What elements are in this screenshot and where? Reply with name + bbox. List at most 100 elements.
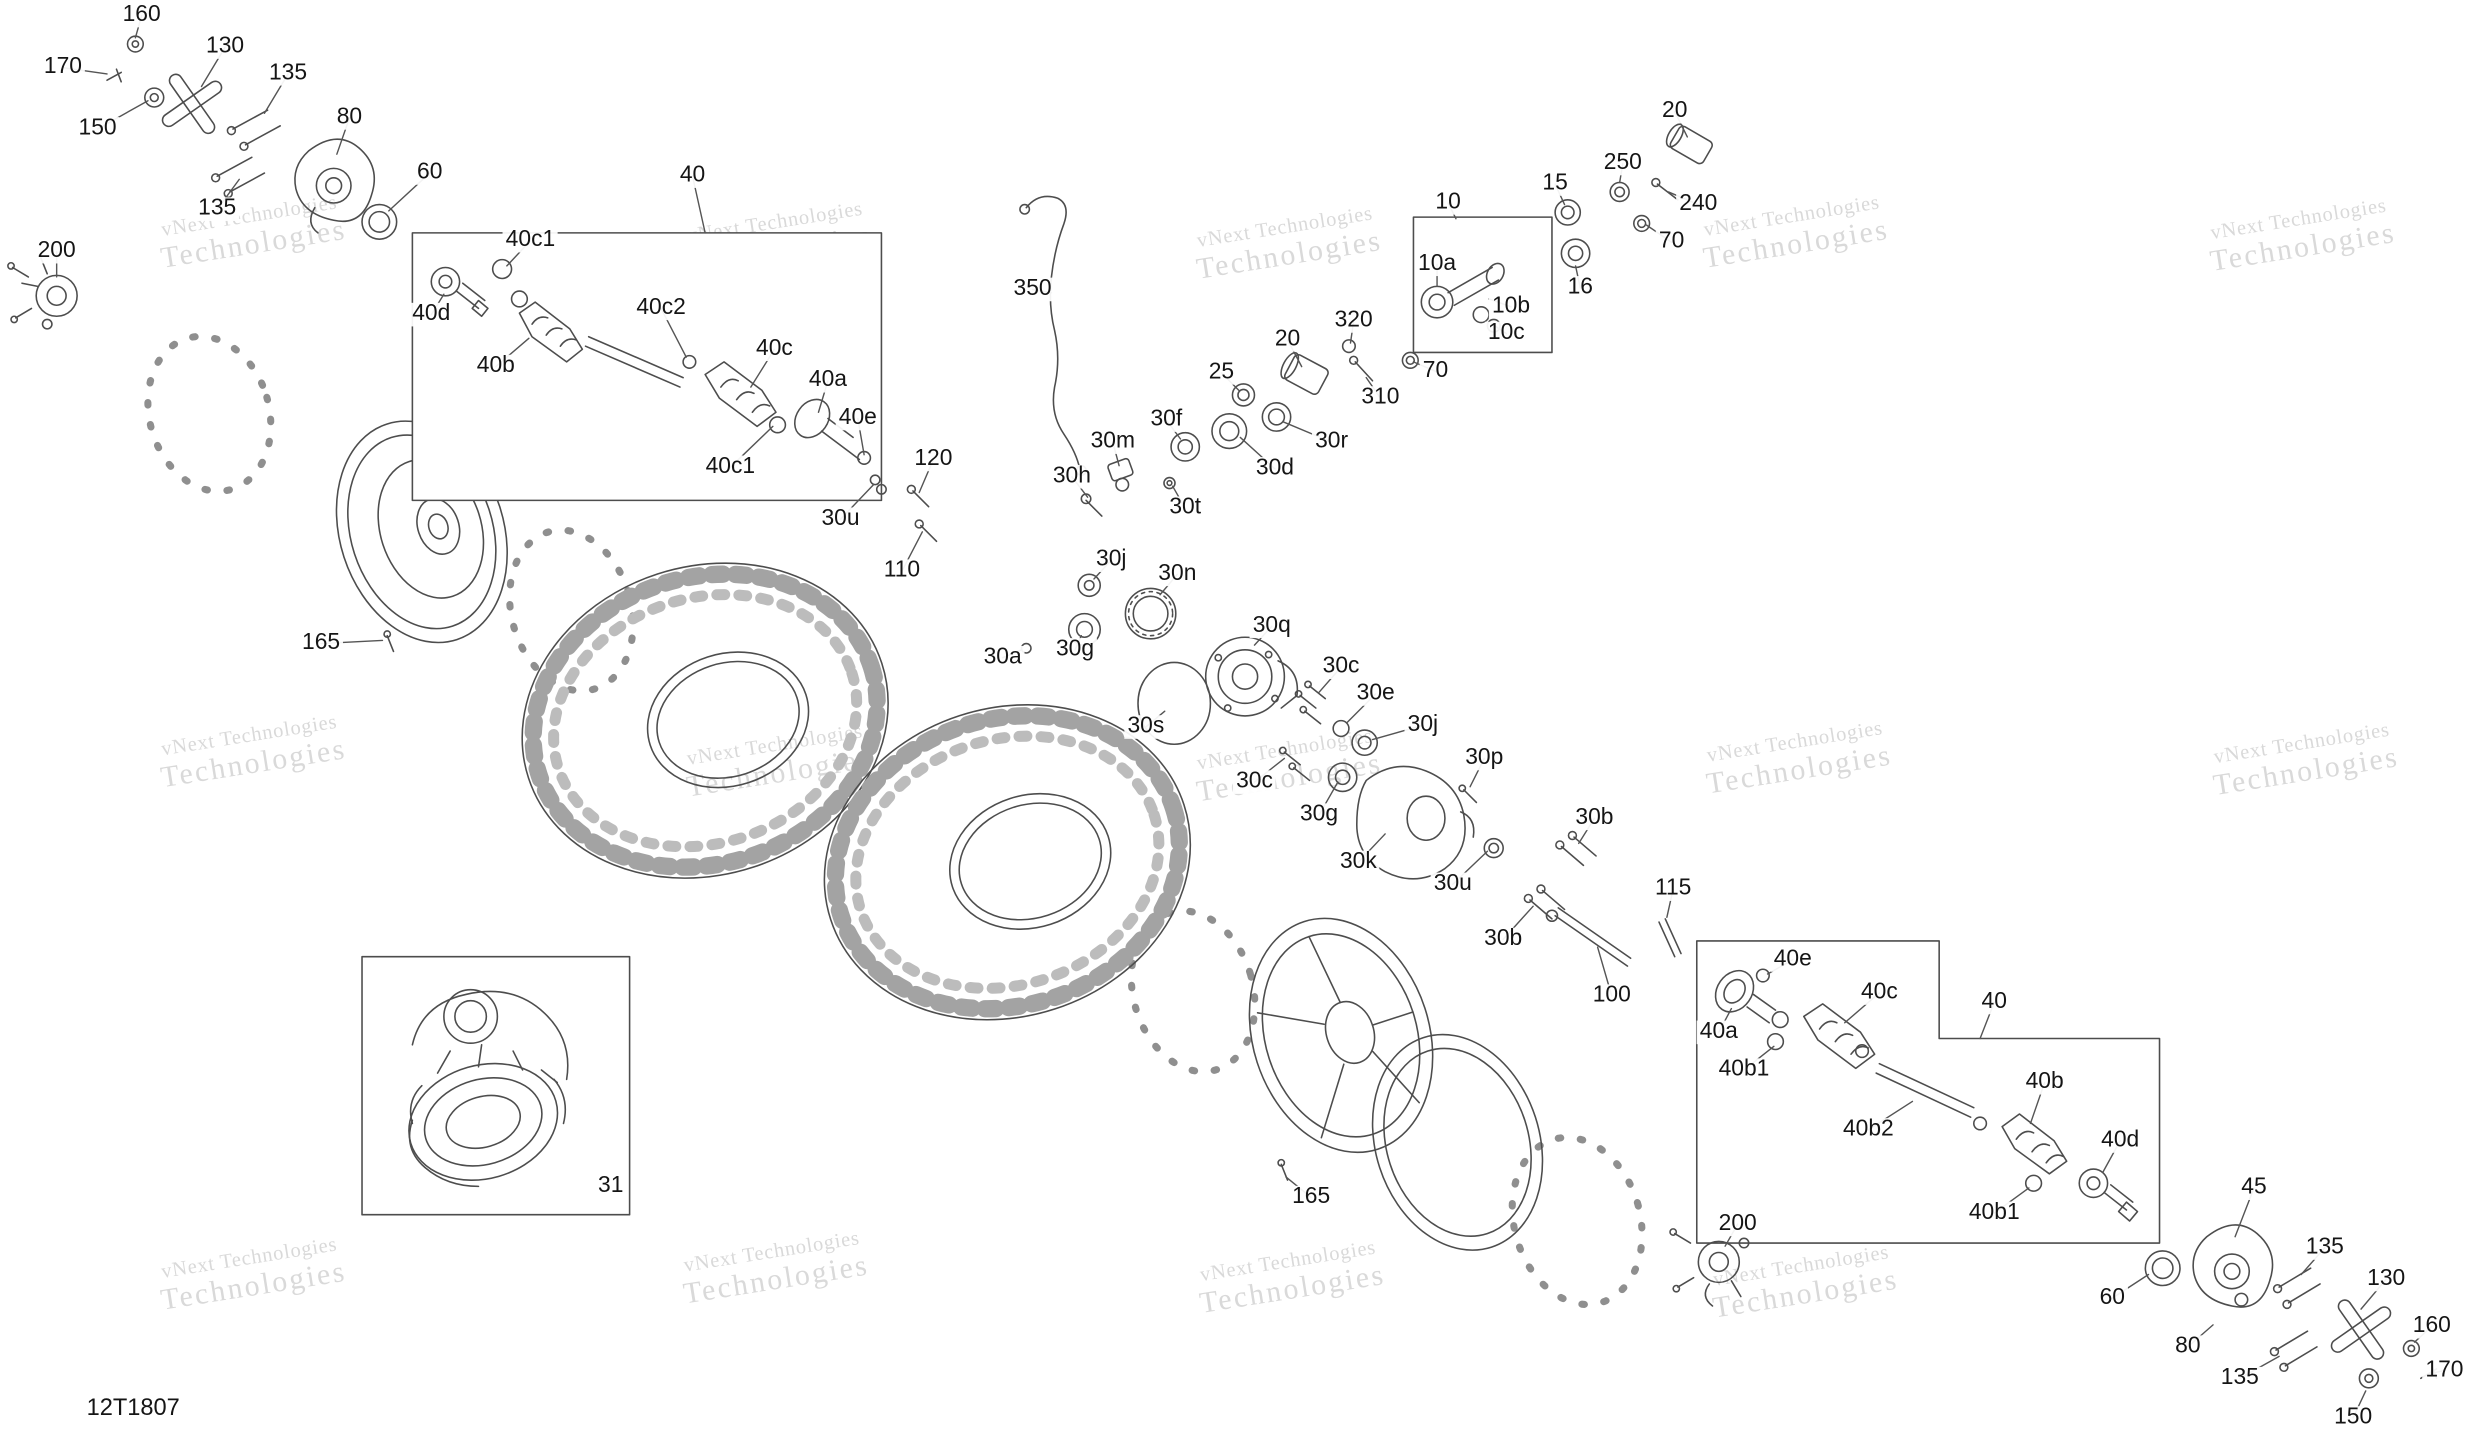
hub-bolts-120-110 bbox=[906, 484, 938, 543]
part-label-40: 40 bbox=[676, 163, 709, 189]
part-label-320: 320 bbox=[1331, 308, 1376, 334]
part-label-30a: 30a bbox=[980, 645, 1025, 670]
part-label-70: 70 bbox=[1655, 229, 1688, 255]
part-label-30p: 30p bbox=[1462, 746, 1507, 771]
part-label-135: 135 bbox=[195, 196, 240, 222]
part-label-30t: 30t bbox=[1166, 495, 1205, 521]
part-label-30h: 30h bbox=[1049, 464, 1095, 489]
part-label-20: 20 bbox=[1658, 99, 1691, 124]
part-label-40c: 40c bbox=[1857, 980, 1901, 1006]
part-label-130: 130 bbox=[2363, 1267, 2409, 1292]
part-label-45: 45 bbox=[2238, 1175, 2270, 1201]
part-label-30k: 30k bbox=[1336, 849, 1380, 875]
part-label-40a: 40a bbox=[1696, 1019, 1742, 1045]
front-gearcase-parts bbox=[1080, 339, 1419, 517]
lug-hardware-arc bbox=[1508, 1133, 1646, 1309]
part-label-30g: 30g bbox=[1296, 802, 1342, 828]
part-label-40b: 40b bbox=[2022, 1070, 2067, 1095]
part-label-30s: 30s bbox=[1124, 714, 1168, 740]
part-label-160: 160 bbox=[119, 3, 164, 28]
part-label-40e: 40e bbox=[835, 406, 881, 431]
part-label-115: 115 bbox=[1651, 876, 1695, 902]
part-label-10c: 10c bbox=[1484, 321, 1528, 346]
part-label-170: 170 bbox=[40, 55, 86, 80]
front-tire bbox=[521, 562, 889, 879]
part-label-30f: 30f bbox=[1147, 407, 1186, 433]
rear-differential-assembly bbox=[1020, 573, 1682, 967]
rear-bearing-60 bbox=[2144, 1250, 2181, 1287]
part-label-30n: 30n bbox=[1155, 561, 1200, 587]
part-label-40b1: 40b1 bbox=[1715, 1057, 1773, 1083]
part-label-10: 10 bbox=[1432, 190, 1464, 216]
part-label-240: 240 bbox=[1676, 192, 1721, 217]
part-label-40c1: 40c1 bbox=[502, 228, 559, 253]
part-label-25: 25 bbox=[1205, 360, 1238, 386]
part-label-30c: 30c bbox=[1232, 769, 1277, 795]
rear-cv-axle-assembly bbox=[1695, 940, 2161, 1244]
part-label-135: 135 bbox=[265, 61, 311, 86]
part-label-120: 120 bbox=[911, 446, 956, 472]
part-label-40d: 40d bbox=[409, 302, 454, 327]
bolt-165-front bbox=[383, 630, 395, 653]
diagram-code: 12T1807 bbox=[86, 1394, 180, 1422]
part-label-40c2: 40c2 bbox=[633, 295, 689, 321]
part-label-350: 350 bbox=[1010, 277, 1055, 302]
part-label-200: 200 bbox=[34, 239, 79, 264]
part-label-30j: 30j bbox=[1092, 547, 1130, 573]
part-label-80: 80 bbox=[2172, 1334, 2204, 1360]
part-label-10a: 10a bbox=[1414, 251, 1460, 277]
part-label-150: 150 bbox=[75, 116, 120, 142]
part-label-40e: 40e bbox=[1770, 947, 1815, 973]
part-label-15: 15 bbox=[1539, 171, 1571, 197]
part-label-30c: 30c bbox=[1319, 654, 1363, 680]
part-label-60: 60 bbox=[2096, 1285, 2129, 1311]
part-label-100: 100 bbox=[1589, 983, 1634, 1009]
part-label-20: 20 bbox=[1271, 327, 1304, 352]
rear-rim-ring bbox=[1371, 1033, 1544, 1251]
part-label-30e: 30e bbox=[1353, 681, 1398, 707]
part-label-40b2: 40b2 bbox=[1839, 1117, 1897, 1143]
part-label-150: 150 bbox=[2330, 1405, 2376, 1431]
part-label-30m: 30m bbox=[1087, 429, 1139, 455]
part-label-135: 135 bbox=[2217, 1366, 2262, 1391]
part-label-40: 40 bbox=[1978, 990, 2011, 1015]
part-label-130: 130 bbox=[202, 34, 248, 60]
part-label-30d: 30d bbox=[1252, 456, 1298, 482]
inset-differential-detail bbox=[361, 955, 631, 1216]
part-label-30u: 30u bbox=[818, 506, 863, 532]
part-label-40c: 40c bbox=[752, 336, 796, 362]
part-label-40b: 40b bbox=[473, 354, 519, 379]
part-label-30q: 30q bbox=[1249, 613, 1294, 639]
part-label-160: 160 bbox=[2409, 1314, 2455, 1339]
part-label-30j: 30j bbox=[1404, 712, 1442, 738]
rear-tire bbox=[823, 703, 1192, 1021]
front-rim bbox=[335, 420, 508, 644]
lug-hardware-arc bbox=[144, 332, 275, 495]
front-left-knuckle-assembly bbox=[106, 35, 398, 240]
part-label-40b1: 40b1 bbox=[1965, 1200, 2023, 1226]
rear-hub-200 bbox=[1669, 1228, 1750, 1307]
part-label-165: 165 bbox=[298, 631, 344, 656]
part-label-30u: 30u bbox=[1430, 871, 1475, 897]
part-label-80: 80 bbox=[333, 105, 366, 131]
part-label-30b: 30b bbox=[1572, 805, 1617, 831]
part-label-40a: 40a bbox=[805, 368, 851, 393]
part-label-170: 170 bbox=[2422, 1358, 2467, 1383]
part-label-110: 110 bbox=[880, 558, 924, 584]
part-label-200: 200 bbox=[1715, 1211, 1760, 1237]
part-label-135: 135 bbox=[2302, 1235, 2347, 1261]
part-label-250: 250 bbox=[1600, 151, 1645, 176]
part-label-31: 31 bbox=[594, 1174, 627, 1199]
part-label-40d: 40d bbox=[2097, 1128, 2143, 1154]
part-label-16: 16 bbox=[1564, 275, 1597, 301]
part-label-165: 165 bbox=[1288, 1185, 1334, 1210]
part-label-310: 310 bbox=[1358, 385, 1403, 411]
part-label-30r: 30r bbox=[1311, 429, 1352, 455]
part-label-10b: 10b bbox=[1488, 294, 1534, 319]
part-label-40c1: 40c1 bbox=[702, 454, 759, 480]
rear-right-knuckle-assembly bbox=[2192, 1224, 2438, 1389]
part-label-60: 60 bbox=[413, 160, 446, 186]
part-label-30b: 30b bbox=[1480, 927, 1526, 952]
